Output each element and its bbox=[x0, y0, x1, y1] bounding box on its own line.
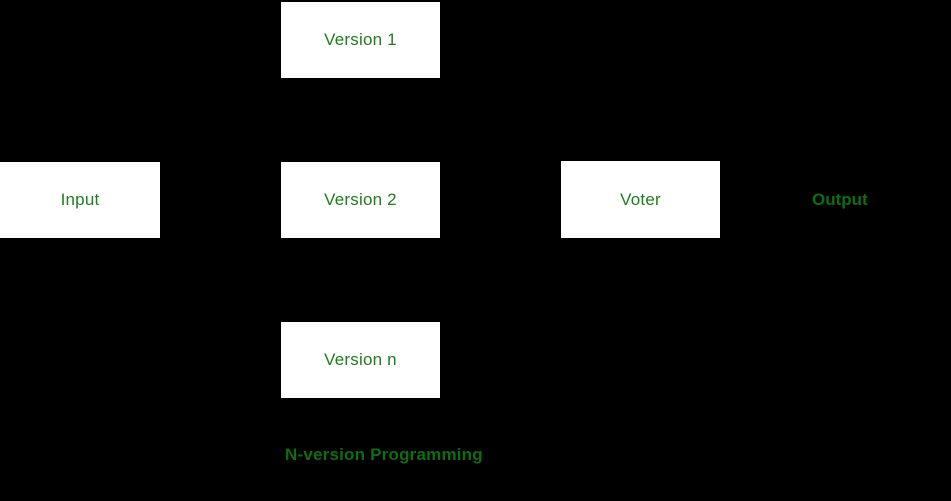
node-version-n-label: Version n bbox=[324, 350, 397, 369]
node-version-1-label: Version 1 bbox=[324, 30, 397, 49]
node-version-1: Version 1 bbox=[281, 2, 440, 78]
node-voter: Voter bbox=[561, 161, 720, 238]
node-version-n: Version n bbox=[281, 322, 440, 398]
node-voter-label: Voter bbox=[620, 189, 661, 209]
node-input-label: Input bbox=[60, 190, 100, 209]
node-version-2: Version 2 bbox=[281, 162, 440, 238]
diagram-caption: N-version Programming bbox=[285, 445, 483, 464]
node-version-2-label: Version 2 bbox=[324, 190, 397, 209]
node-output-label: Output bbox=[812, 190, 868, 209]
node-input: Input bbox=[0, 162, 160, 238]
